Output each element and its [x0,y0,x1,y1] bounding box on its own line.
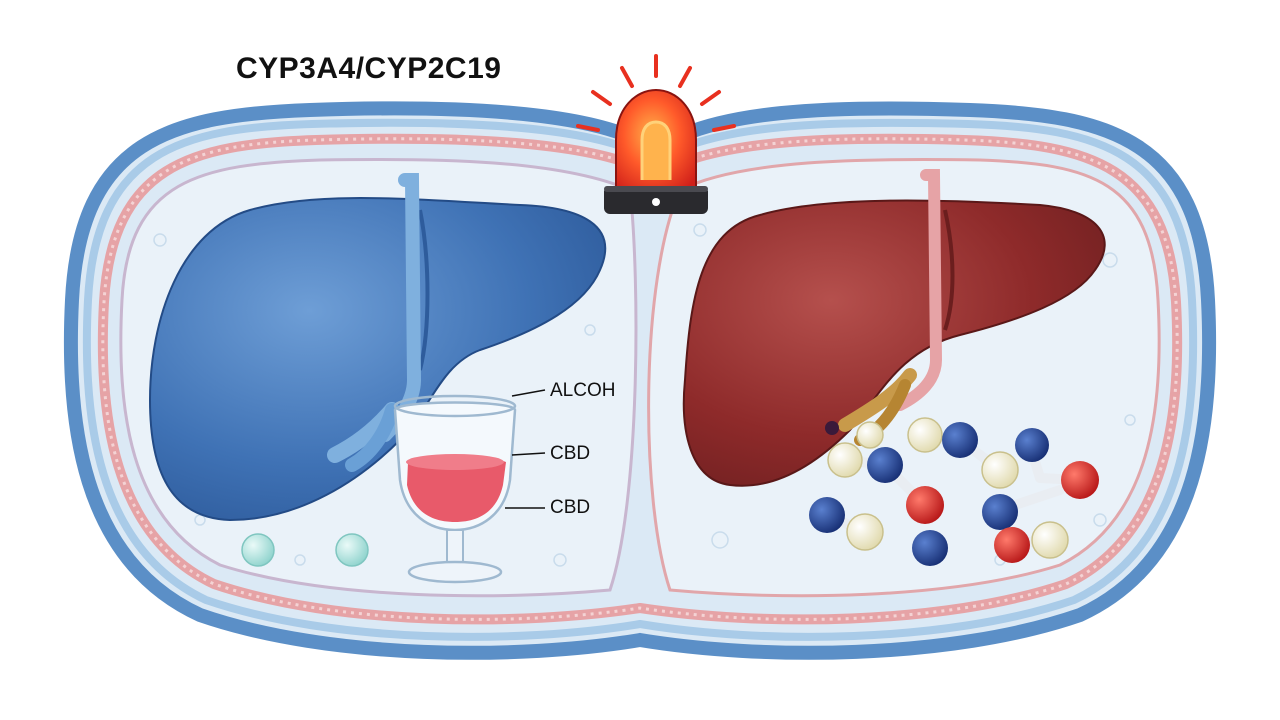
label-cbd-lower: CBD [550,497,591,518]
molecule-icon [809,417,1099,566]
alarm-light-icon [576,54,736,214]
label-cbd-upper: CBD [550,443,591,464]
enzyme-title: CYP3A4/CYP2C19 [236,52,502,85]
wine-glass-icon [393,389,546,584]
label-alcohol: ALCOH [550,380,616,401]
teal-molecule [241,533,275,567]
teal-molecule [335,533,369,567]
